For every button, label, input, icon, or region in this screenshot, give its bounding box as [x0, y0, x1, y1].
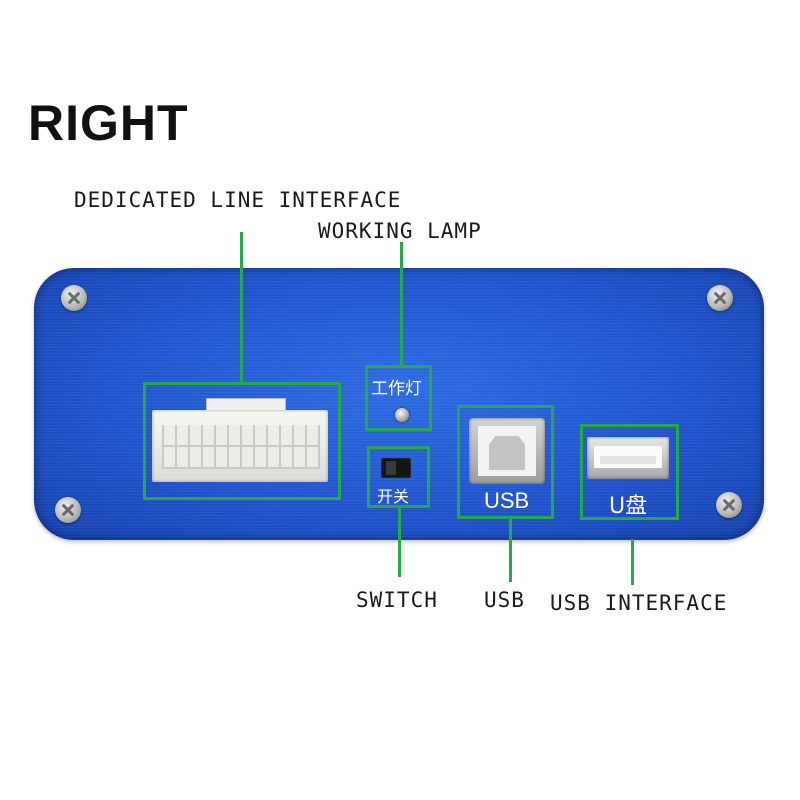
callout-usb-interface: USB INTERFACE: [550, 591, 728, 615]
leader-line-usb: [509, 518, 512, 582]
highlight-switch: [367, 446, 430, 508]
switch-label: 开关: [377, 487, 410, 506]
led-icon: [395, 408, 409, 422]
usb-label: USB: [484, 488, 530, 513]
highlight-dedicated-line: [143, 382, 341, 500]
usb-a-port-tongue: [600, 456, 656, 464]
callout-working-lamp: WORKING LAMP: [318, 219, 482, 243]
page-title: RIGHT: [28, 95, 189, 151]
highlight-usb-interface: [580, 424, 679, 520]
device-panel: [34, 268, 764, 540]
highlight-usb: [457, 405, 554, 519]
callout-dedicated-line-interface: DEDICATED LINE INTERFACE: [74, 188, 402, 212]
udisk-label: U盘: [609, 494, 648, 519]
leader-line-switch: [398, 507, 401, 577]
highlight-working-lamp: [365, 365, 432, 431]
screw-icon: [707, 285, 733, 311]
usb-b-port-tongue: [489, 436, 525, 470]
leader-line-lamp: [400, 242, 403, 366]
lamp-label: 工作灯: [371, 379, 422, 399]
callout-usb: USB: [484, 588, 525, 612]
screw-icon: [55, 497, 81, 523]
connector-pins: [162, 425, 320, 469]
screw-icon: [61, 285, 87, 311]
screw-icon: [716, 492, 742, 518]
leader-line-usb-interface: [631, 539, 634, 585]
leader-line-dedicated: [240, 232, 243, 384]
callout-switch: SWITCH: [356, 588, 438, 612]
switch-knob: [386, 461, 396, 475]
